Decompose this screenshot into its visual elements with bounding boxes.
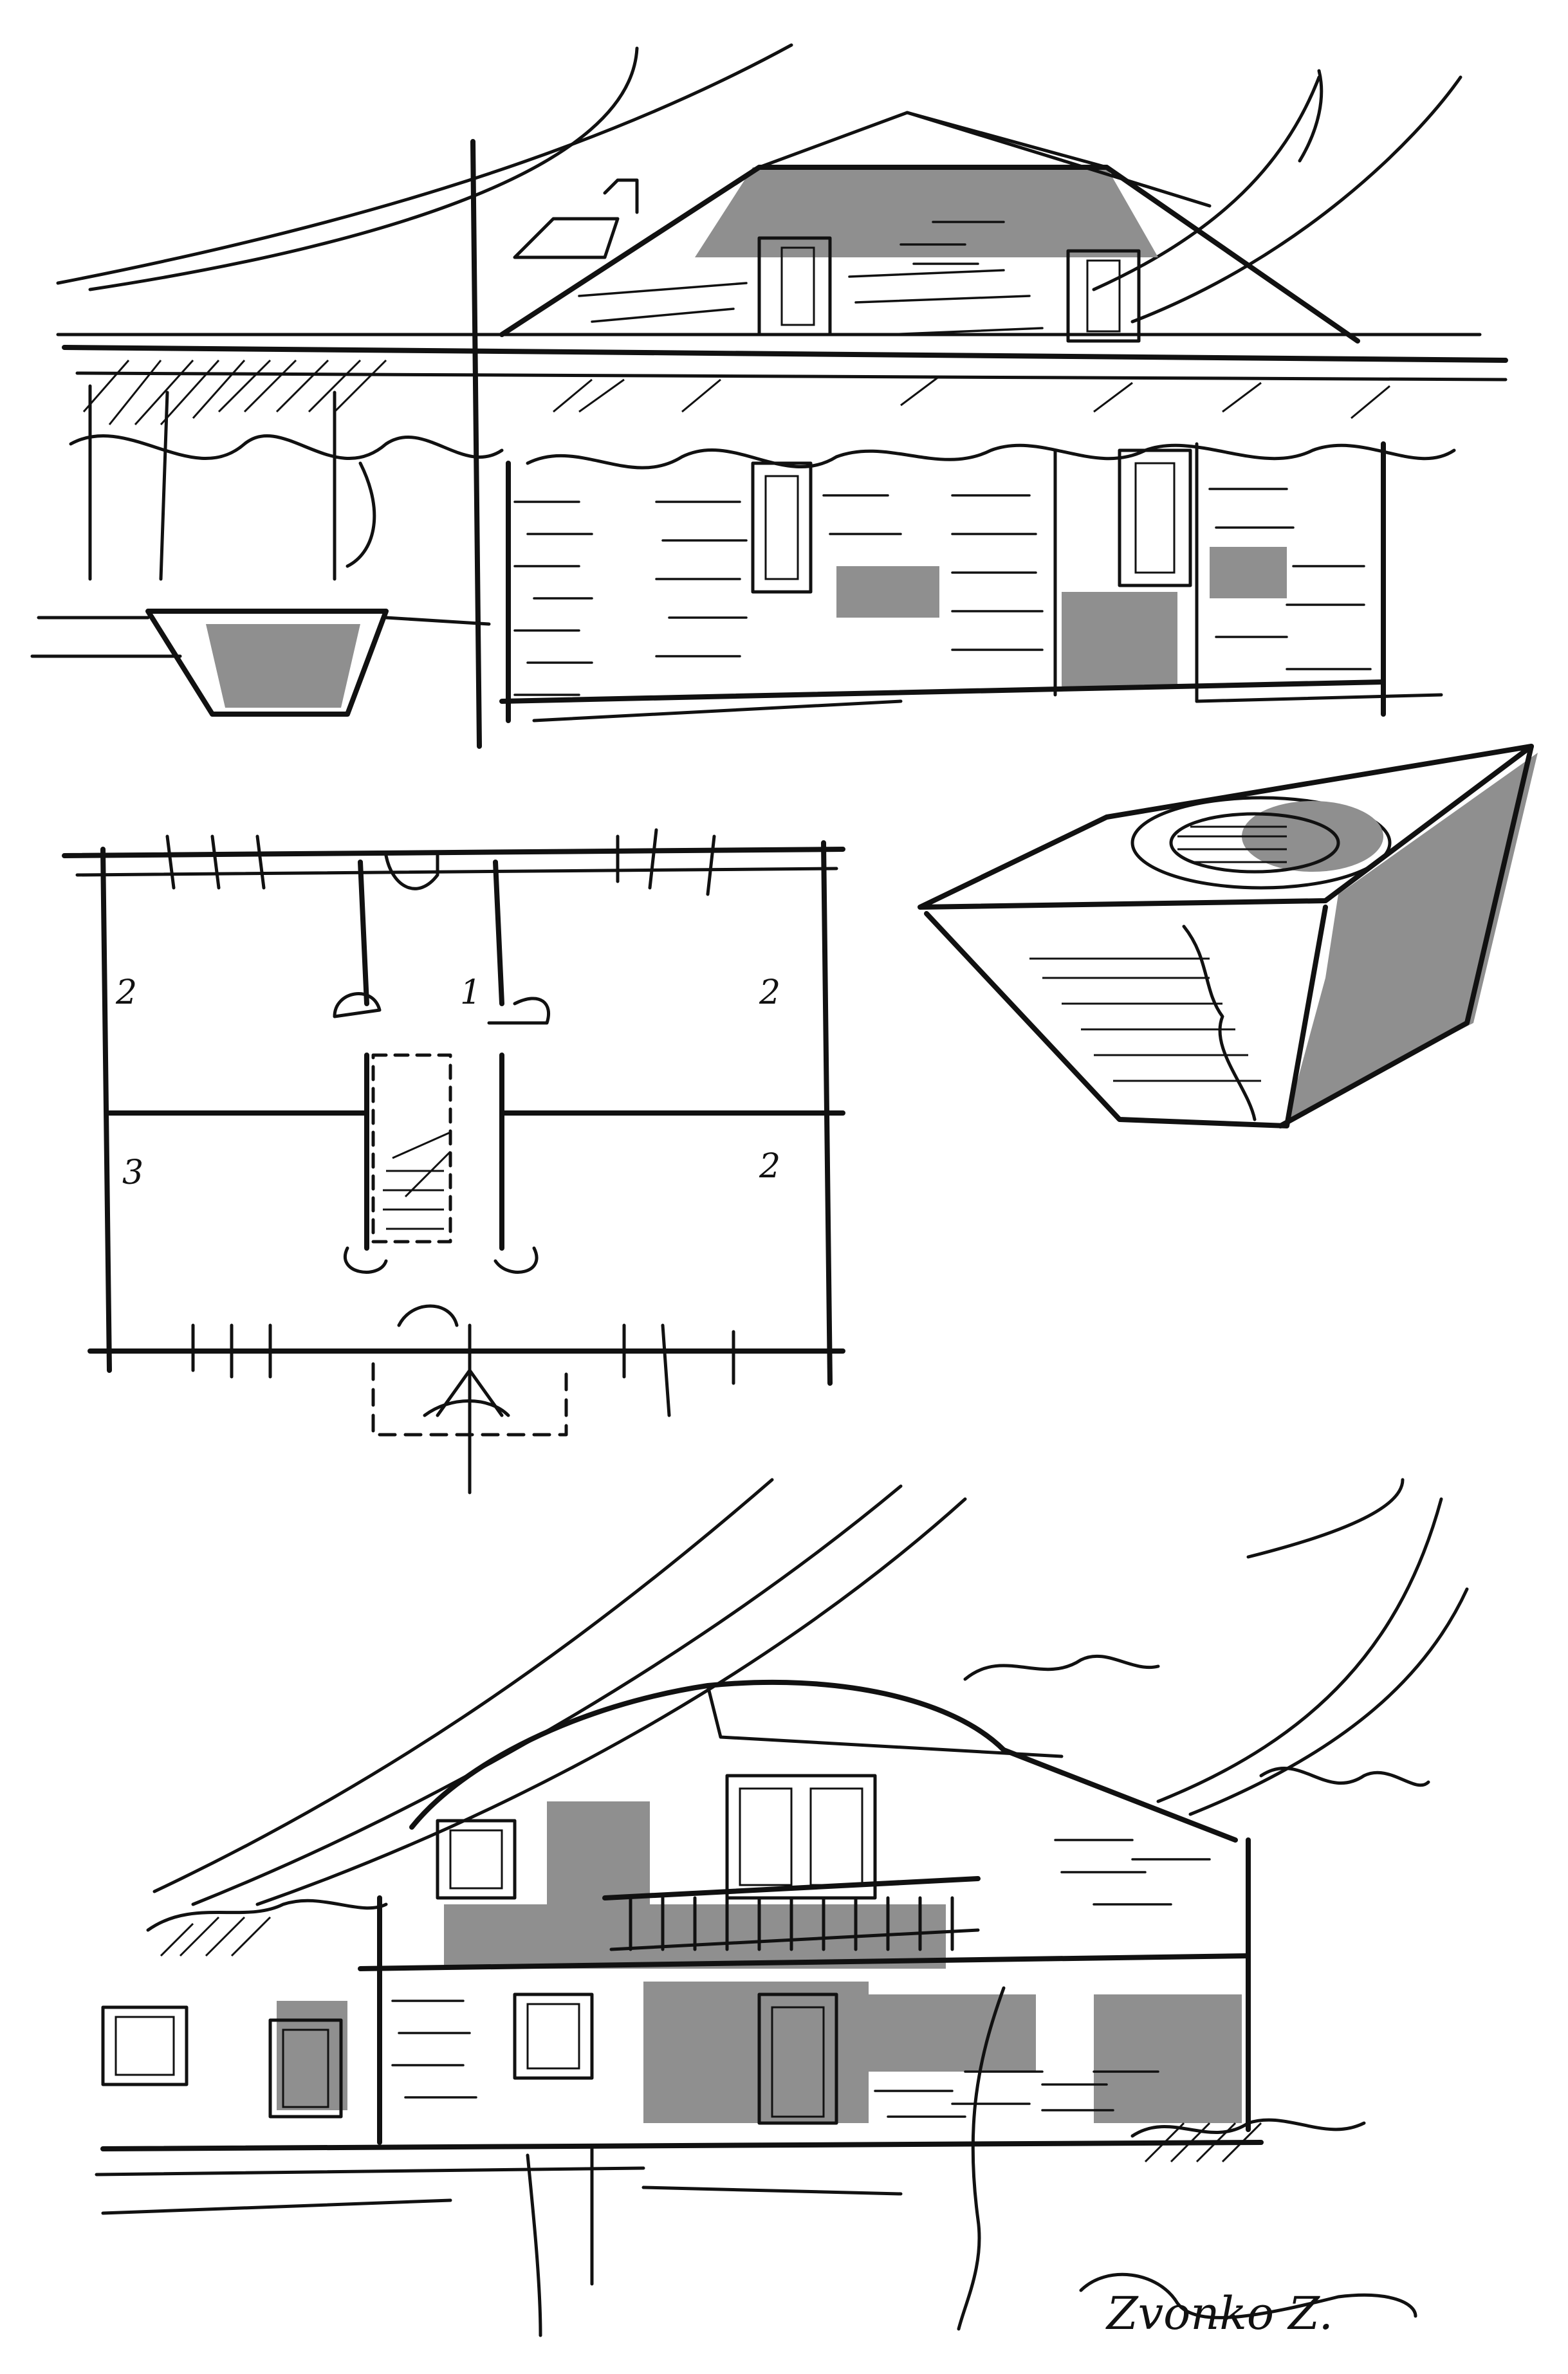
- room-label: 1: [460, 973, 481, 1012]
- top-house-sketch: [30, 43, 1508, 749]
- room-label: 2: [759, 973, 780, 1012]
- room-label: 2: [115, 973, 137, 1012]
- artist-signature: Zvonko Z.: [1105, 2287, 1333, 2340]
- bottom-house-sketch: Zvonko Z.: [95, 1478, 1469, 2340]
- room-label: 2: [759, 1147, 780, 1186]
- floor-plan: 2 1 2 3 2: [62, 828, 845, 1495]
- room-label: 3: [122, 1154, 143, 1192]
- planter-sketch: [918, 744, 1538, 1128]
